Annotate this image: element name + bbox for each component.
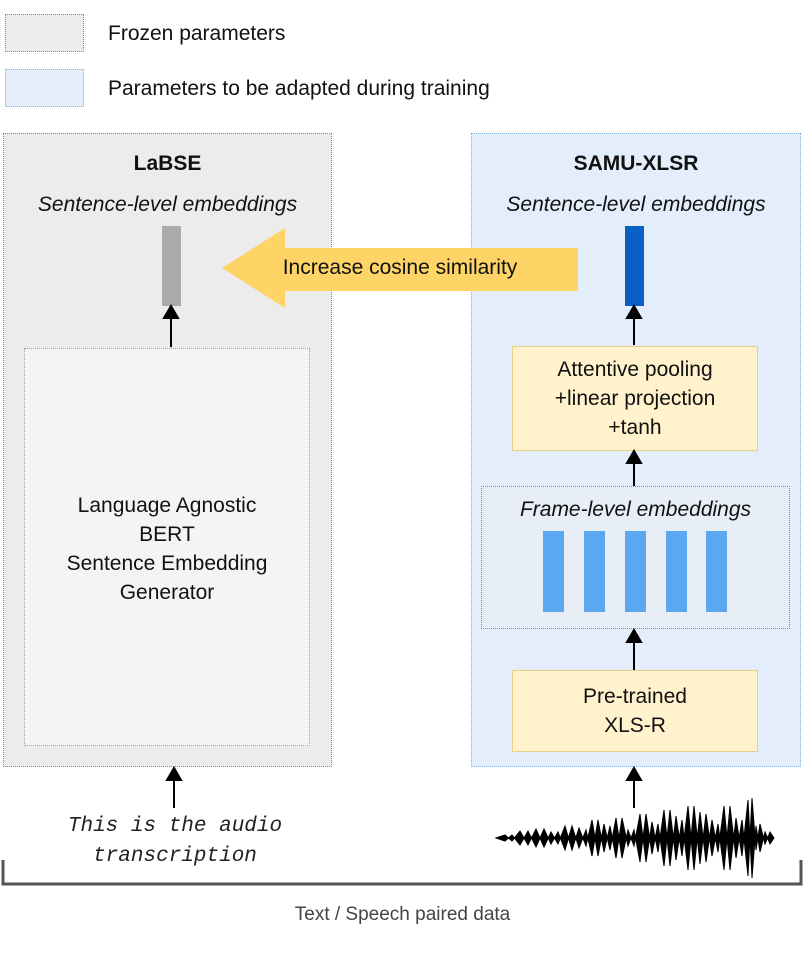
legend-adapted-label: Parameters to be adapted during training <box>108 77 490 100</box>
samu-xlsr-sentence-embedding <box>625 226 644 306</box>
samu-xlsr-embedding-label: Sentence-level embeddings <box>506 193 766 216</box>
xlsr-line: XLS-R <box>604 714 666 737</box>
up-arrow-icon <box>625 628 643 643</box>
legend-adapted-swatch <box>5 69 84 107</box>
labse-model-box: Language Agnostic BERT Sentence Embeddin… <box>24 348 310 746</box>
pooling-line: +tanh <box>608 416 662 439</box>
pooling-line: Attentive pooling <box>557 358 713 381</box>
labse-model-line: Sentence Embedding <box>66 552 268 575</box>
attentive-pooling-text: Attentive pooling +linear projection +ta… <box>555 355 716 442</box>
left-arrow-icon <box>222 228 578 308</box>
xlsr-line: Pre-trained <box>583 685 687 708</box>
labse-model-line: BERT <box>139 523 195 546</box>
frame-embedding <box>706 531 727 612</box>
samu-xlsr-title: SAMU-XLSR <box>573 152 699 175</box>
legend-frozen-swatch <box>5 14 84 52</box>
cosine-similarity-label: Increase cosine similarity <box>282 256 518 279</box>
labse-model-line: Generator <box>119 581 215 604</box>
legend-frozen-label: Frozen parameters <box>108 22 286 45</box>
frame-embedding <box>666 531 687 612</box>
paired-data-caption: Text / Speech paired data <box>294 904 511 925</box>
pooling-line: +linear projection <box>554 387 716 410</box>
up-arrow-icon <box>162 304 180 319</box>
xlsr-box: Pre-trained XLS-R <box>512 670 758 752</box>
labse-sentence-embedding <box>162 226 181 306</box>
labse-embedding-label: Sentence-level embeddings <box>37 193 298 216</box>
frame-level-label: Frame-level embeddings <box>519 498 752 521</box>
up-arrow-icon <box>165 766 183 781</box>
transcription-line: transcription <box>93 845 257 868</box>
bracket <box>1 860 803 886</box>
up-arrow-icon <box>625 449 643 464</box>
labse-model-line: Language Agnostic <box>77 494 257 517</box>
xlsr-text: Pre-trained XLS-R <box>583 682 687 740</box>
transcription-line: This is the audio <box>67 815 283 838</box>
labse-title: LaBSE <box>133 152 202 175</box>
up-arrow-icon <box>625 766 643 781</box>
attentive-pooling-box: Attentive pooling +linear projection +ta… <box>512 346 758 451</box>
transcription-text: This is the audio transcription <box>20 812 330 872</box>
frame-embedding <box>625 531 646 612</box>
frame-embedding <box>543 531 564 612</box>
up-arrow-icon <box>625 304 643 319</box>
frame-embedding <box>584 531 605 612</box>
labse-model-text: Language Agnostic BERT Sentence Embeddin… <box>25 491 309 607</box>
waveform-icon <box>494 797 775 879</box>
